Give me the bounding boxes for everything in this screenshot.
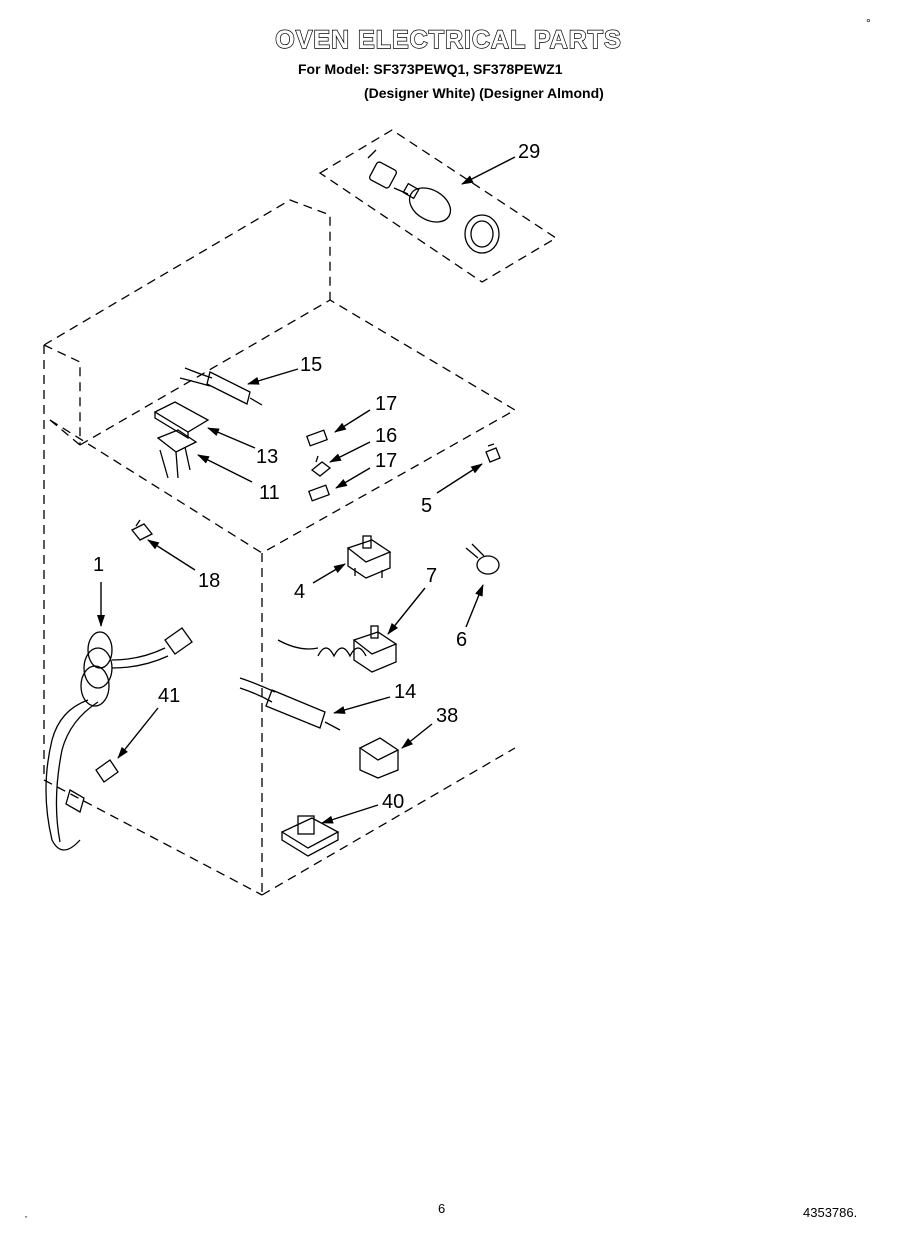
callout-17-upper: 17 bbox=[375, 393, 397, 415]
arrow-6 bbox=[465, 584, 484, 628]
callout-4: 4 bbox=[294, 581, 305, 603]
arrow-17-upper bbox=[334, 409, 371, 433]
switch-part-16 bbox=[310, 455, 332, 477]
indicator-part-6 bbox=[465, 543, 500, 575]
callout-15: 15 bbox=[300, 354, 322, 376]
thermostat-part-7 bbox=[277, 625, 398, 673]
callout-29: 29 bbox=[518, 141, 540, 163]
callout-41: 41 bbox=[158, 685, 180, 707]
callout-7: 7 bbox=[426, 565, 437, 587]
arrow-11 bbox=[197, 454, 253, 483]
callout-40: 40 bbox=[382, 791, 404, 813]
arrow-4 bbox=[312, 563, 346, 584]
corner-mark-bottom-left: · bbox=[24, 1209, 28, 1223]
model-numbers: For Model: SF373PEWQ1, SF378PEWZ1 bbox=[298, 61, 563, 77]
arrow-7 bbox=[387, 587, 426, 635]
callout-18: 18 bbox=[198, 570, 220, 592]
arrow-5 bbox=[436, 463, 483, 494]
arrow-38 bbox=[401, 723, 433, 749]
arrow-16 bbox=[329, 441, 371, 463]
callout-17-lower: 17 bbox=[375, 450, 397, 472]
callout-14: 14 bbox=[394, 681, 416, 703]
plate-part-17-lower bbox=[307, 484, 331, 502]
plate-part-17-upper bbox=[305, 429, 329, 447]
sensor-part-14 bbox=[239, 677, 341, 731]
callout-6: 6 bbox=[456, 629, 467, 651]
clip-part-11 bbox=[156, 429, 198, 479]
page-title: OVEN ELECTRICAL PARTS bbox=[275, 25, 622, 54]
bracket-part-38 bbox=[358, 737, 400, 779]
callout-16: 16 bbox=[375, 425, 397, 447]
cabinet-outline bbox=[43, 129, 558, 896]
arrow-18 bbox=[147, 539, 196, 571]
light-assembly-part-29 bbox=[367, 149, 500, 254]
probe-part-15 bbox=[179, 367, 263, 406]
page-number: 6 bbox=[438, 1201, 446, 1216]
document-number: 4353786. bbox=[803, 1205, 858, 1220]
terminal-part-40 bbox=[280, 815, 340, 857]
arrow-13 bbox=[207, 427, 256, 449]
terminal-part-18 bbox=[130, 519, 154, 541]
connector-part-41 bbox=[95, 759, 119, 783]
callout-5: 5 bbox=[421, 495, 432, 517]
connector-part-5 bbox=[485, 443, 501, 463]
callout-13: 13 bbox=[256, 446, 278, 468]
arrow-41 bbox=[117, 707, 159, 759]
callout-1: 1 bbox=[93, 554, 104, 576]
arrow-40 bbox=[321, 804, 379, 824]
arrow-17-lower bbox=[335, 467, 371, 489]
power-cord-part-1 bbox=[45, 627, 193, 851]
bracket-part-13 bbox=[153, 401, 210, 440]
corner-mark-top-right: ° bbox=[866, 16, 871, 30]
arrow-15 bbox=[247, 368, 299, 385]
callout-11: 11 bbox=[259, 482, 280, 504]
switch-part-4 bbox=[346, 535, 392, 579]
color-names: (Designer White) (Designer Almond) bbox=[364, 85, 604, 101]
callout-38: 38 bbox=[436, 705, 458, 727]
arrow-29 bbox=[461, 156, 516, 185]
arrow-14 bbox=[333, 696, 391, 714]
